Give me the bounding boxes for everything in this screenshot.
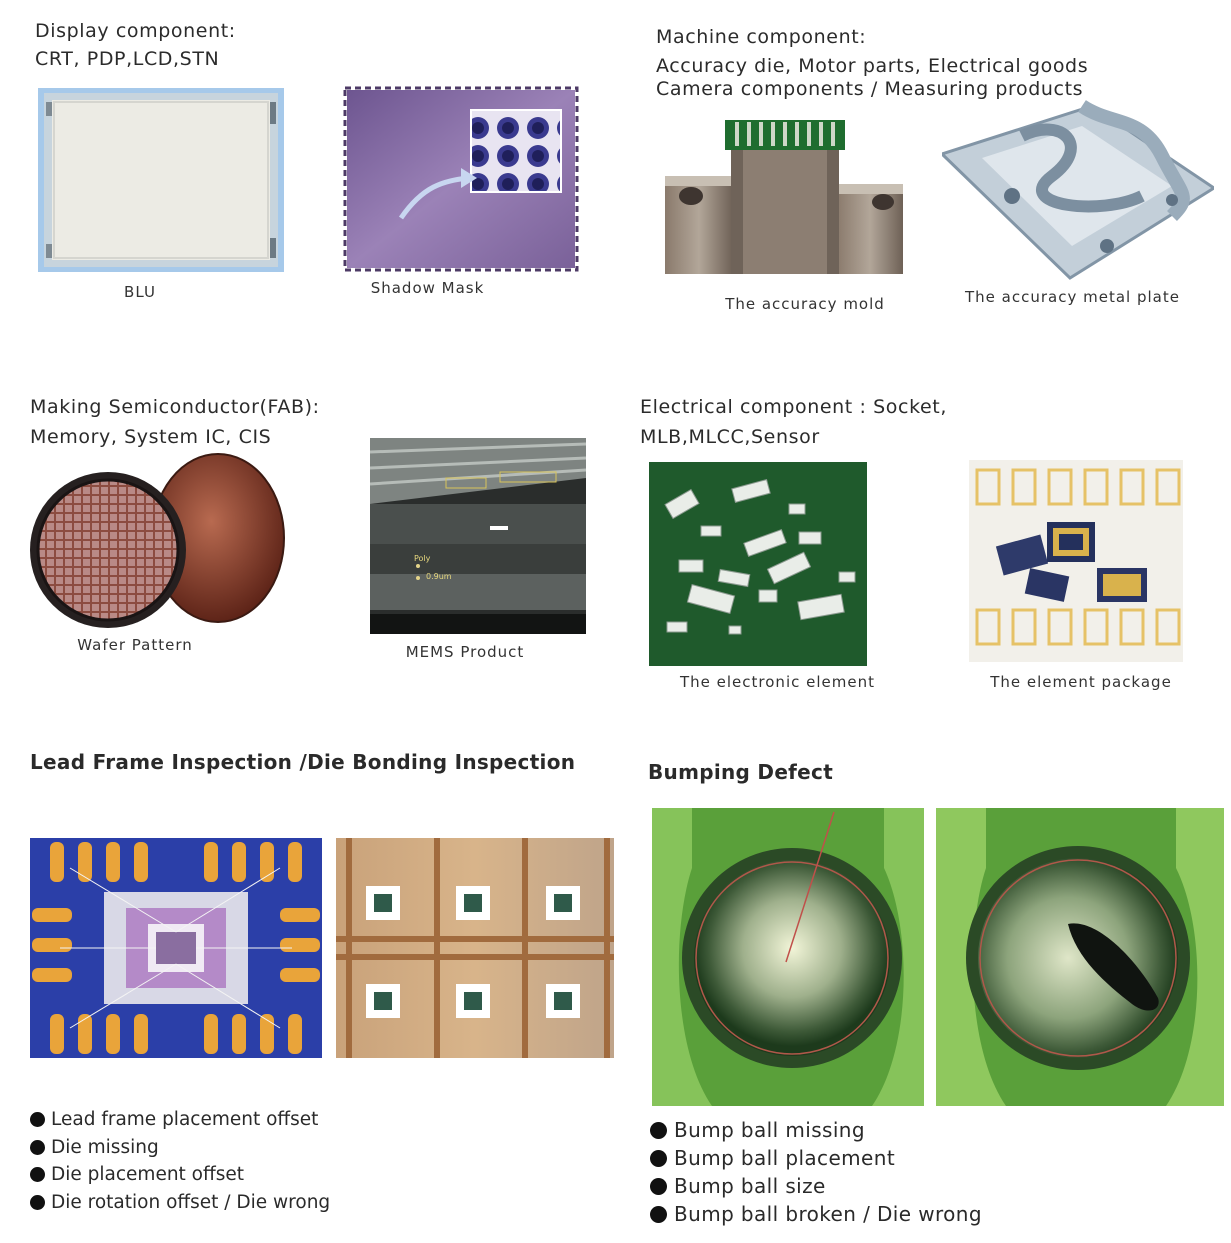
display-heading-line1: Display component: — [35, 20, 236, 42]
bullet-icon — [650, 1205, 667, 1223]
bullet-icon — [30, 1167, 45, 1183]
blu-caption: BLU — [124, 283, 156, 301]
bullet-icon — [650, 1177, 667, 1195]
lead-frame-defect-list: Lead frame placement offset Die missing … — [30, 1106, 330, 1216]
list-item: Die placement offset — [30, 1161, 330, 1189]
mems-thickness-label: 0.9um — [426, 572, 452, 581]
bullet-icon — [30, 1194, 45, 1210]
list-item: Bump ball missing — [650, 1116, 982, 1144]
bump-ball-broken-image — [936, 808, 1224, 1106]
machine-heading-line1: Machine component: — [656, 26, 867, 48]
lead-frame-heading: Lead Frame Inspection /Die Bonding Inspe… — [30, 750, 576, 774]
mems-product-image: Poly 0.9um — [370, 438, 586, 634]
semiconductor-heading-line1: Making Semiconductor(FAB): — [30, 396, 320, 418]
bullet-icon — [30, 1139, 45, 1155]
wafer-pattern-image — [28, 450, 286, 630]
accuracy-mold-image — [665, 120, 905, 278]
element-package-caption: The element package — [990, 673, 1172, 691]
shadow-mask-image — [343, 86, 579, 272]
list-item: Die rotation offset / Die wrong — [30, 1189, 330, 1217]
list-item: Bump ball broken / Die wrong — [650, 1200, 982, 1228]
semiconductor-heading-line2: Memory, System IC, CIS — [30, 426, 272, 448]
bullet-icon — [30, 1112, 45, 1128]
die-bonding-image — [336, 838, 614, 1058]
list-item: Bump ball placement — [650, 1144, 982, 1172]
bumping-defect-heading: Bumping Defect — [648, 760, 834, 784]
bumping-defect-list: Bump ball missing Bump ball placement Bu… — [650, 1116, 982, 1228]
accuracy-metal-plate-caption: The accuracy metal plate — [965, 288, 1180, 306]
blu-image — [38, 88, 284, 272]
mems-product-caption: MEMS Product — [405, 643, 525, 661]
bump-ball-missing-image — [652, 808, 924, 1106]
machine-heading-line3: Camera components / Measuring products — [656, 78, 1084, 100]
electronic-element-image — [649, 462, 867, 666]
display-heading-line2: CRT, PDP,LCD,STN — [35, 48, 220, 70]
bullet-icon — [650, 1121, 667, 1139]
wafer-pattern-caption: Wafer Pattern — [77, 636, 193, 654]
semiconductor-heading: Making Semiconductor(FAB): Memory, Syste… — [30, 392, 320, 452]
machine-heading-line2: Accuracy die, Motor parts, Electrical go… — [656, 55, 1089, 77]
electronic-element-caption: The electronic element — [680, 673, 875, 691]
machine-component-heading: Machine component: Accuracy die, Motor p… — [656, 24, 1088, 99]
list-item: Bump ball size — [650, 1172, 982, 1200]
display-component-heading: Display component: CRT, PDP,LCD,STN — [35, 17, 236, 73]
accuracy-metal-plate-image — [942, 96, 1214, 284]
lead-frame-image — [30, 838, 322, 1058]
electrical-component-heading: Electrical component : Socket, MLB,MLCC,… — [640, 392, 947, 452]
element-package-image — [969, 460, 1183, 662]
mems-poly-label: Poly — [414, 554, 431, 563]
shadow-mask-caption: Shadow Mask — [370, 279, 485, 297]
accuracy-mold-caption: The accuracy mold — [725, 295, 885, 313]
bullet-icon — [650, 1149, 667, 1167]
electrical-heading-line2: MLB,MLCC,Sensor — [640, 426, 820, 448]
electrical-heading-line1: Electrical component : Socket, — [640, 396, 947, 418]
list-item: Die missing — [30, 1134, 330, 1162]
list-item: Lead frame placement offset — [30, 1106, 330, 1134]
